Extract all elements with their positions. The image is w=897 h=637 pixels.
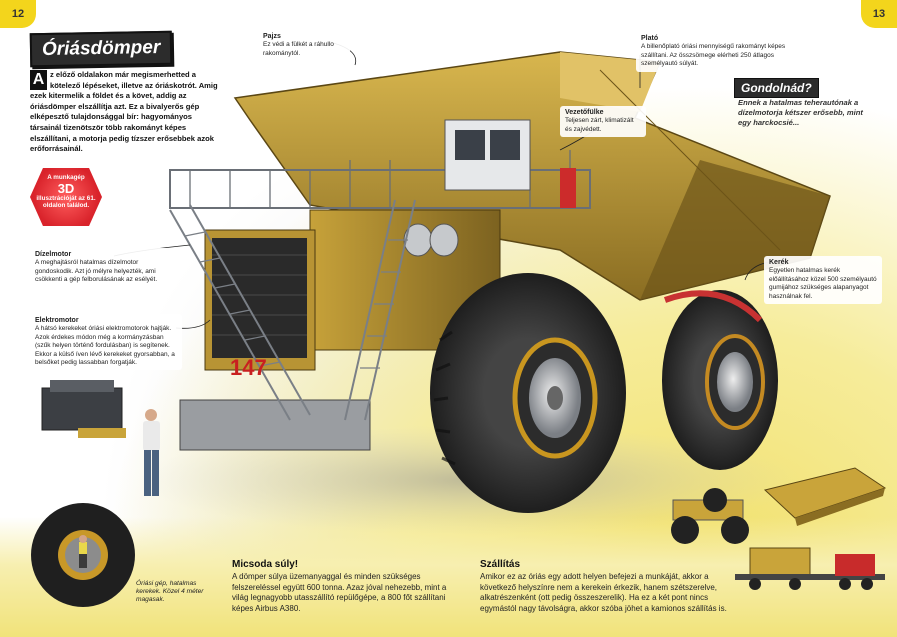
dump-bed	[233, 51, 831, 301]
giant-tire-photo	[31, 503, 135, 607]
3d-illustration-badge: A munkagép 3D illusztrációját az 61. old…	[30, 168, 102, 226]
did-you-know-heading: Gondolnád?	[734, 78, 819, 98]
label-dizelmotor-text: A meghajtásról hatalmas dízelmotor gondo…	[35, 259, 158, 284]
label-kerek-text: Egyetlen hatalmas kerék előállításához k…	[769, 267, 877, 300]
truck-on-trailer	[735, 547, 885, 590]
page-title: Óriásdömper	[29, 30, 173, 68]
label-pajzs-text: Ez védi a fülkét a ráhullo rakománytól.	[263, 41, 334, 57]
intro-text: z előző oldalakon már megismerhetted a k…	[30, 70, 218, 154]
weight-section: Micsoda súly! A dömper súlya üzemanyagga…	[232, 559, 454, 614]
label-pajzs: Pajzs Ez védi a fülkét a ráhullo rakomán…	[258, 30, 350, 62]
label-pajzs-title: Pajzs	[263, 33, 281, 40]
transport-heading: Szállítás	[480, 559, 521, 570]
intro-dropcap: A	[30, 70, 47, 90]
label-vezetofulke: Vezetőfülke Teljesen zárt, klimatizált é…	[560, 106, 646, 138]
rear-tire	[662, 290, 778, 470]
page-number-right: 13	[861, 0, 897, 28]
badge-number: 3D	[57, 180, 75, 196]
label-kerek: Kerék Egyetlen hatalmas kerék előállítás…	[764, 256, 882, 305]
front-tire	[430, 273, 626, 513]
weight-heading: Micsoda súly!	[232, 559, 299, 570]
transport-section: Szállítás Amikor ez az óriás egy adott h…	[480, 559, 730, 614]
person-figure	[143, 409, 160, 496]
label-plato-text: A billenőplató óriási mennyiségű rakomán…	[641, 43, 786, 68]
weight-text: A dömper súlya üzemanyaggal és minden sz…	[232, 572, 447, 613]
page-number-left: 12	[0, 0, 36, 28]
label-dizelmotor: Dízelmotor A meghajtásról hatalmas dízel…	[30, 248, 176, 288]
badge-line2: illusztrációját az 61. oldalon találod.	[36, 194, 96, 210]
transport-text: Amikor ez az óriás egy adott helyen befe…	[480, 572, 727, 613]
deck-and-cabin	[169, 119, 591, 209]
transport-illustrations	[671, 467, 887, 590]
label-plato: Plató A billenőplató óriási mennyiségű r…	[636, 32, 794, 72]
truck-number-decal: 147	[230, 355, 267, 380]
badge-line1: A munkagép	[47, 174, 85, 181]
intro-paragraph: A z előző oldalakon már megismerhetted a…	[30, 70, 222, 155]
label-elektromotor-title: Elektromotor	[35, 317, 79, 324]
label-vezetofulke-title: Vezetőfülke	[565, 109, 604, 116]
label-elektromotor: Elektromotor A hátsó kerekeket óriási el…	[30, 314, 182, 371]
label-vezetofulke-text: Teljesen zárt, klimatizált és zajvédett.	[565, 117, 634, 133]
label-kerek-title: Kerék	[769, 259, 789, 266]
label-dizelmotor-title: Dízelmotor	[35, 251, 72, 258]
chassis-part	[671, 488, 749, 544]
label-plato-title: Plató	[641, 35, 659, 42]
label-elektromotor-text: A hátsó kerekeket óriási elektromotorok …	[35, 325, 175, 367]
diesel-engine-image	[41, 380, 126, 438]
did-you-know-text: Ennek a hatalmas teherautónak a dízelmot…	[738, 98, 863, 127]
dump-bed-part	[763, 467, 887, 526]
tire-caption: Óriási gép, hatalmas kerekek. Közel 4 mé…	[136, 580, 204, 603]
